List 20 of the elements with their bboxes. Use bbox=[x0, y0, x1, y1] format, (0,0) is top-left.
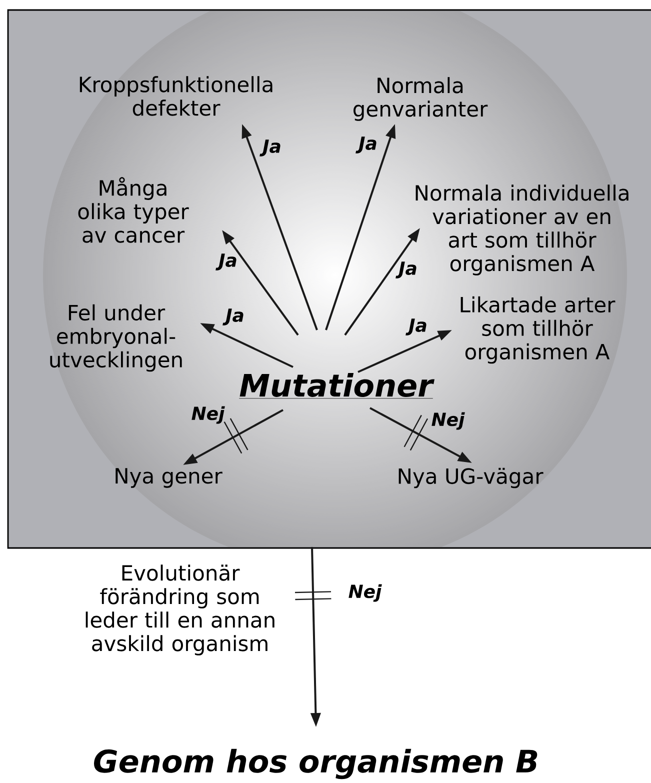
edge-label: Nej bbox=[192, 406, 225, 424]
heading-text: Mutationer bbox=[238, 373, 434, 399]
edge-label: Ja bbox=[222, 308, 244, 326]
edge-label: Ja bbox=[260, 140, 280, 156]
outcome-text: Kroppsfunktionella defekter bbox=[80, 76, 272, 116]
note-text: Evolutionär förändring som leder till en annan avskild organism bbox=[86, 564, 274, 656]
outcome-text: Normala individuella variationer av en art som tillhör organismen A bbox=[416, 184, 628, 276]
edge-label: Ja bbox=[396, 262, 416, 278]
outcome-text: Likartade arter som tillhör organismen A bbox=[460, 296, 616, 364]
edge-label: Nej bbox=[432, 412, 465, 430]
outcome-text: Många olika typer av cancer bbox=[78, 177, 189, 243]
edge-label: Ja bbox=[406, 318, 426, 336]
edge-label: Ja bbox=[356, 136, 376, 154]
outcome-text: Fel under embryonal- utvecklingen bbox=[50, 304, 182, 372]
edge-label: Ja bbox=[216, 254, 236, 270]
outcome-text: Normala genvarianter bbox=[354, 77, 488, 121]
outcome-text: Nya gener bbox=[116, 468, 222, 488]
title-text: Genom hos organismen B bbox=[94, 748, 538, 780]
outcome-text: Nya UG-vägar bbox=[398, 468, 544, 488]
edge-label: Nej bbox=[348, 584, 382, 602]
